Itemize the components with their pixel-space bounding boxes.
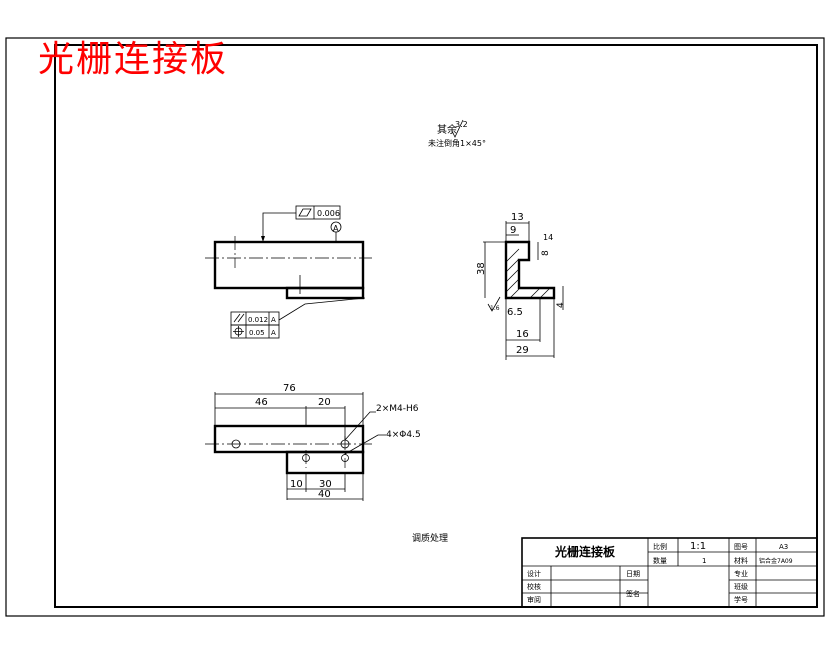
side-hatching [505,248,551,299]
tb-material-value: 铝合金7A09 [759,557,793,565]
roughness-symbol-side [487,296,501,312]
fcf2-value: 0.05 [249,329,265,337]
dim-side-6-5: 6.5 [507,307,523,318]
position-icon-cross [233,326,244,337]
flatness-frame [295,205,341,220]
surface-finish-note: 其余 3.2 未注倒角1×45° [428,119,486,148]
surface-symbol-text: 其余 [437,123,457,136]
tb-major-label: 专业 [734,569,748,578]
flatness-arrow [261,236,265,242]
tb-drawing-no-value: A3 [779,543,788,551]
fcf-leader [278,297,366,321]
bottom-view: 76 46 20 2×M4-H6 4×Φ4.5 10 30 40 [205,383,421,501]
tb-part-name: 光栅连接板 [554,544,616,559]
side-roughness-left: 1.6 [490,305,500,312]
tb-checker-label: 校核 [527,582,541,591]
tb-class-label: 班级 [734,582,748,591]
dim-side-8: 8 [541,250,551,256]
tb-material-label: 材料 [734,556,748,565]
side-view: 13 9 8 14 38 6.5 16 29 4 1.6 [476,212,566,360]
dim-bottom-40: 40 [318,489,331,500]
roughness-symbol [451,119,464,138]
tb-drawing-no-label: 图号 [734,543,748,551]
flatness-value: 0.006 [317,209,340,218]
heat-treatment-note: 调质处理 [412,532,448,544]
front-view: 0.006 A 0.012 A 0.05 A [205,205,372,339]
tb-signature-label: 签名 [626,589,640,598]
fcf1-value: 0.012 [248,316,268,324]
datum-label: A [333,224,339,233]
inner-border [54,44,818,608]
title-block: 光栅连接板 比例 1:1 数量 1 图号 A3 材料 铝合金7A09 设计 校核… [521,537,818,608]
front-flange [285,286,365,300]
flatness-leader [262,212,296,240]
dim-bottom-46: 46 [255,397,268,408]
tb-qty-value: 1 [702,557,706,565]
fcf2-datum: A [271,329,276,337]
outer-frame [5,37,825,617]
chamfer-note: 未注倒角1×45° [428,138,486,148]
dim-side-29: 29 [516,345,529,356]
bottom-flange [285,450,365,475]
tb-scale-label: 比例 [653,542,667,551]
surface-roughness-value: 3.2 [455,120,468,129]
parallel-icon [233,313,245,323]
tb-date-label: 日期 [626,570,640,578]
dim-side-38: 38 [476,262,487,275]
dim-side-9: 9 [510,225,516,236]
dim-side-4: 4 [556,302,566,308]
dim-bottom-10: 10 [290,479,303,490]
side-profile [504,240,556,300]
hole-note-phi: 4×Φ4.5 [386,430,421,440]
dim-side-16: 16 [516,329,529,340]
front-body [213,240,365,290]
dim-side-13: 13 [511,212,524,223]
tb-designer-label: 设计 [527,569,541,578]
hole-m4-left [231,439,241,449]
dim-bottom-30: 30 [319,479,332,490]
dim-bottom-76: 76 [283,383,296,394]
dim-side-14: 14 [543,233,553,242]
dim-bottom-20: 20 [318,397,331,408]
fcf-frame-2 [230,324,280,339]
hole-note-m4: 2×M4-H6 [376,404,419,414]
tb-scale-value: 1:1 [690,541,706,552]
flatness-icon [298,208,312,217]
tb-qty-label: 数量 [653,556,667,565]
drawing-title: 光栅连接板 [38,39,229,80]
datum-circle [330,221,342,233]
tb-reviewer-label: 审阅 [527,595,541,604]
tb-student-id-label: 学号 [734,595,748,604]
fcf1-datum: A [271,316,276,324]
